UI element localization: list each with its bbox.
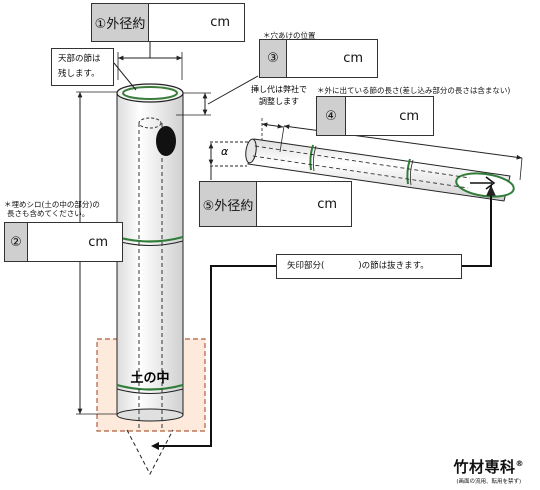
field-number: ② [5,223,28,261]
buried-length-field[interactable]: ② cm [4,222,123,262]
spike-outline [126,429,174,476]
alpha-label: α [221,145,229,158]
buried-length-note-2: 長さも含めてください。 [7,209,90,218]
top-node-text-1: 天部の節は [58,54,101,64]
field-number: ①外径約 [92,4,149,41]
insert-diameter-field[interactable]: ⑤外径約 cm [199,181,352,227]
brand-logo: 竹材専科® (画面の流用、転用を禁ず) [453,456,524,485]
field-unit: cm [317,196,337,212]
hole-position-note: ＊穴あけの位置 [263,31,316,40]
registered-mark: ® [515,459,524,468]
top-length-note: ＊外に出ている節の長さ(差し込み部分の長さは含まない) [317,86,511,95]
arrow-node-text-before: 矢印部分( [287,261,325,271]
adjust-label-line2: 調整します [259,96,299,106]
arrow-node-text-after: )の節は抜きます。 [358,261,429,271]
buried-length-note-1: ＊埋めシロ(土の中の部分)の [4,200,100,209]
arrow-node-callout: 矢印部分( )の節は抜きます。 [276,254,462,279]
field-unit: cm [210,15,230,30]
field-unit: cm [343,51,363,66]
field-number: ⑤外径約 [200,182,257,226]
top-length-field[interactable]: ④ cm [316,96,434,136]
field-number: ④ [317,97,346,135]
top-node-text-2: 残します。 [58,69,100,79]
field-unit: cm [399,108,419,124]
top-node-callout: 天部の節は 残します。 [51,48,114,86]
brand-subtext: (画面の流用、転用を禁ず) [456,479,522,485]
hole-position-field[interactable]: ③ cm [259,39,378,78]
field-number: ③ [260,40,287,77]
outer-diameter-field[interactable]: ①外径約 cm [91,3,245,42]
drill-hole [156,126,176,156]
soil-label: 土の中 [130,370,169,386]
main-bamboo-pole [116,83,184,430]
field-unit: cm [88,234,108,250]
brand-name: 竹材専科 [453,458,516,476]
adjust-label-line1: 挿し代は弊社で [251,84,307,94]
